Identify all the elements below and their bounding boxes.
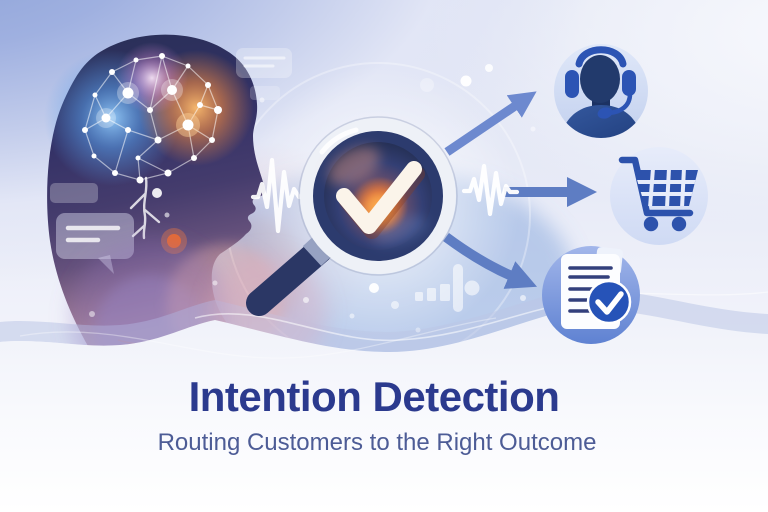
support-agent-icon (554, 44, 648, 138)
magnifier-ring (313, 131, 443, 261)
arrow-to-document-check (443, 232, 538, 289)
subheadline: Routing Customers to the Right Outcome (157, 429, 597, 456)
check-badge (586, 279, 632, 325)
voice-waveform-left (250, 157, 308, 234)
neural-brain-network (44, 42, 254, 254)
voice-waveform-right (461, 163, 520, 217)
arrow-to-support-agent (444, 91, 537, 156)
magnifier-checkmark (246, 116, 458, 316)
document-check-icon (542, 246, 640, 344)
magnifier-rim (300, 118, 456, 274)
sparkle-dots (89, 64, 536, 333)
headline: Intention Detection (188, 373, 560, 420)
faint-panel-shapes (236, 48, 292, 100)
mini-bar-chart (415, 264, 480, 312)
shopping-cart-icon (610, 147, 708, 245)
magnifier-handle (246, 237, 333, 316)
checkmark (336, 161, 422, 234)
brain-stem (129, 176, 161, 240)
